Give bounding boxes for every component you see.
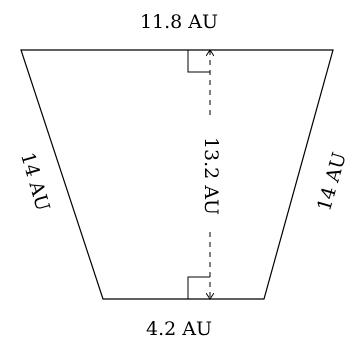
left-leg-label: 14 AU bbox=[16, 150, 54, 214]
right-leg-label: 14 AU bbox=[313, 150, 351, 214]
trapezoid-outline bbox=[20, 49, 334, 300]
bottom-base-label: 4.2 AU bbox=[146, 318, 212, 340]
right-angle-marker-top bbox=[187, 50, 210, 73]
height-label: 13.2 AU bbox=[200, 137, 222, 215]
top-base-label: 11.8 AU bbox=[140, 11, 218, 33]
right-angle-marker-bottom bbox=[187, 276, 210, 299]
